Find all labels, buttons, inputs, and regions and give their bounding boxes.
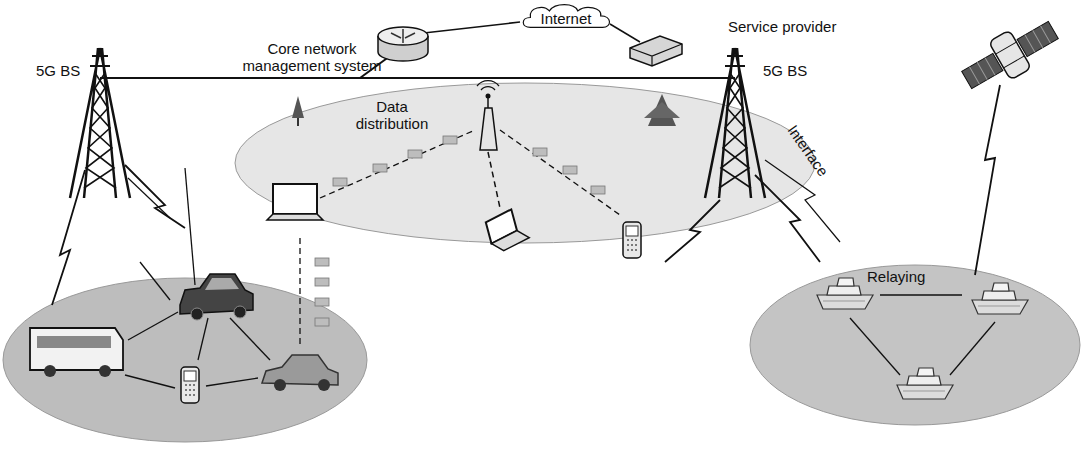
provider-label: Service provider (728, 18, 836, 35)
system-label: Core network management system (227, 40, 397, 74)
station-label: 5G BS (36, 62, 80, 79)
distribution-label: Data distribution (347, 98, 437, 132)
cloud-node: Internet (519, 1, 614, 34)
cloud-label: Internet (519, 1, 614, 27)
station-label: 5G BS (763, 62, 807, 79)
relaying-label: Relaying (867, 268, 925, 285)
